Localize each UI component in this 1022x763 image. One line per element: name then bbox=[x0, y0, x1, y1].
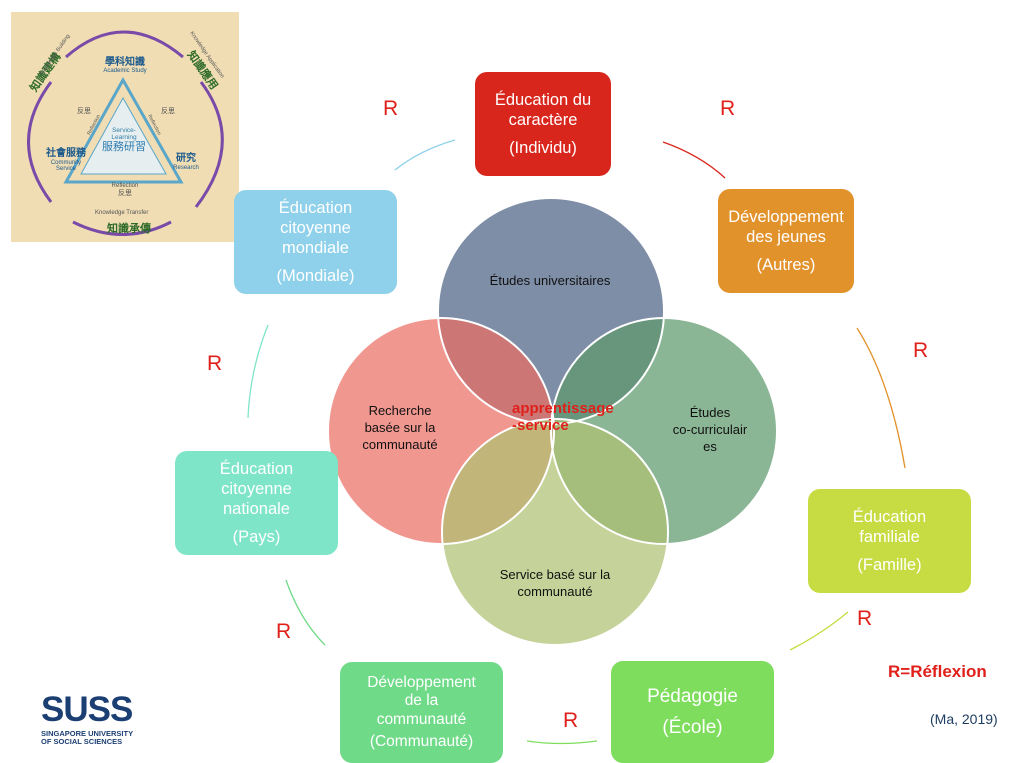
box-mondiale-sub: (Mondiale) bbox=[276, 267, 355, 286]
legend: R=Réflexion bbox=[888, 662, 987, 681]
center-label-line2: -service bbox=[512, 416, 569, 434]
inset-top-en: Academic Study bbox=[103, 68, 147, 74]
box-autres-line1: Développement bbox=[728, 207, 844, 226]
box-communaute-line3: communauté bbox=[376, 710, 467, 728]
box-pays-line3: nationale bbox=[223, 500, 290, 518]
r-marker-2: R bbox=[720, 97, 736, 120]
box-autres-line2: des jeunes bbox=[746, 227, 826, 246]
r-marker-4: R bbox=[857, 607, 873, 630]
r-marker-6: R bbox=[276, 620, 292, 643]
circle-top-label: Études universitaires bbox=[489, 273, 611, 288]
box-mondiale-line2: citoyenne bbox=[280, 218, 351, 237]
citation: (Ma, 2019) bbox=[930, 711, 998, 727]
arc-ecole-communaute bbox=[526, 740, 598, 745]
box-pays-line1: Éducation bbox=[219, 459, 294, 478]
circle-right-line1: Études bbox=[689, 405, 731, 420]
circle-bottom-line1: Service basé sur la bbox=[499, 567, 611, 582]
box-communaute-line2: de la bbox=[404, 692, 439, 710]
r-marker-7: R bbox=[207, 352, 223, 375]
box-pays-line2: citoyenne bbox=[221, 479, 292, 498]
inset-outer-bottom-en: Knowledge Transfer bbox=[95, 210, 149, 216]
r-marker-5: R bbox=[563, 709, 579, 732]
logo-line2: OF SOCIAL SCIENCES bbox=[41, 737, 123, 747]
center-label-line1: apprentissage bbox=[512, 400, 614, 417]
logo-line1: SINGAPORE UNIVERSITY bbox=[41, 729, 134, 738]
box-ecole-sub: (École) bbox=[662, 717, 723, 738]
inset-reflection-bottom-en: Reflection bbox=[111, 183, 139, 189]
arc-mondiale-individu bbox=[394, 139, 456, 171]
circle-left-line3: communauté bbox=[362, 436, 438, 452]
inset-outer-bottom-zh: 知識承傳 bbox=[107, 223, 151, 235]
box-famille-line2: familiale bbox=[859, 527, 920, 546]
inset-reflection-left-zh: 反思 bbox=[77, 108, 91, 115]
box-autres: Développement des jeunes (Autres) bbox=[718, 189, 854, 293]
box-mondiale: Éducation citoyenne mondiale (Mondiale) bbox=[234, 190, 397, 294]
box-autres-sub: (Autres) bbox=[756, 256, 816, 275]
box-famille-line1: Éducation bbox=[852, 507, 927, 526]
circle-right-line2: co-curriculair bbox=[672, 421, 748, 437]
box-mondiale-line3: mondiale bbox=[282, 239, 349, 257]
box-ecole-line1: Pédagogie bbox=[647, 685, 738, 707]
inset-top-zh: 學科知識 bbox=[105, 57, 145, 68]
circle-bottom bbox=[442, 419, 668, 645]
arc-autres-famille bbox=[856, 327, 906, 469]
inset-graphics bbox=[27, 30, 224, 236]
circle-left-line2: basée sur la bbox=[364, 419, 436, 435]
box-communaute-line1: Développement bbox=[367, 673, 476, 691]
r-marker-3: R bbox=[913, 339, 929, 362]
inset-reflection-right-zh: 反思 bbox=[161, 108, 175, 115]
box-ecole: Pédagogie (École) bbox=[611, 661, 774, 763]
suss-logo: SUSS SINGAPORE UNIVERSITY OF SOCIAL SCIE… bbox=[41, 692, 133, 747]
logo-wordmark: SUSS bbox=[41, 690, 133, 729]
box-individu: Éducation du caractère (Individu) bbox=[475, 72, 611, 176]
inset-left-en2: Service bbox=[55, 165, 76, 172]
inset-center-en2: Learning bbox=[111, 134, 137, 142]
circle-bottom-label: Service basé sur la communauté bbox=[480, 567, 630, 601]
box-mondiale-line1: Éducation bbox=[278, 198, 353, 217]
inset-left-zh: 社會服務 bbox=[46, 148, 86, 159]
circle-left-line1: Recherche bbox=[368, 403, 432, 418]
box-famille: Éducation familiale (Famille) bbox=[808, 489, 971, 593]
circle-right-label: Études co-curriculair es bbox=[660, 405, 760, 456]
box-pays-sub: (Pays) bbox=[232, 528, 281, 547]
r-marker-1: R bbox=[383, 97, 399, 120]
arc-famille-ecole bbox=[789, 611, 849, 651]
box-famille-sub: (Famille) bbox=[857, 556, 922, 575]
inset-right-en: Research bbox=[173, 164, 199, 171]
inset-diagram: 學科知識 Academic Study Service- Learning 服務… bbox=[11, 12, 239, 242]
center-label: apprentissage -service bbox=[512, 400, 614, 434]
inset-reflection-bottom-zh: 反思 bbox=[118, 189, 132, 197]
box-communaute: Développement de la communauté (Communau… bbox=[340, 662, 503, 763]
box-communaute-sub: (Communauté) bbox=[369, 732, 474, 750]
box-pays: Éducation citoyenne nationale (Pays) bbox=[175, 451, 338, 555]
circle-right-line3: es bbox=[703, 438, 717, 454]
arc-individu-autres bbox=[662, 141, 726, 179]
arc-communaute-pays bbox=[285, 579, 326, 646]
inset-left-en1: Community bbox=[50, 159, 82, 166]
arc-pays-mondiale bbox=[247, 324, 269, 419]
box-individu-line2: caractère bbox=[508, 110, 578, 129]
box-individu-sub: (Individu) bbox=[509, 139, 577, 158]
circle-bottom-line2: communauté bbox=[517, 583, 593, 599]
inset-center-zh: 服務研習 bbox=[102, 141, 146, 154]
inset-center-en1: Service- bbox=[112, 127, 136, 134]
inset-right-zh: 研究 bbox=[176, 153, 196, 164]
circle-left-label: Recherche basée sur la communauté bbox=[345, 403, 455, 454]
box-individu-line1: Éducation du bbox=[494, 90, 592, 109]
